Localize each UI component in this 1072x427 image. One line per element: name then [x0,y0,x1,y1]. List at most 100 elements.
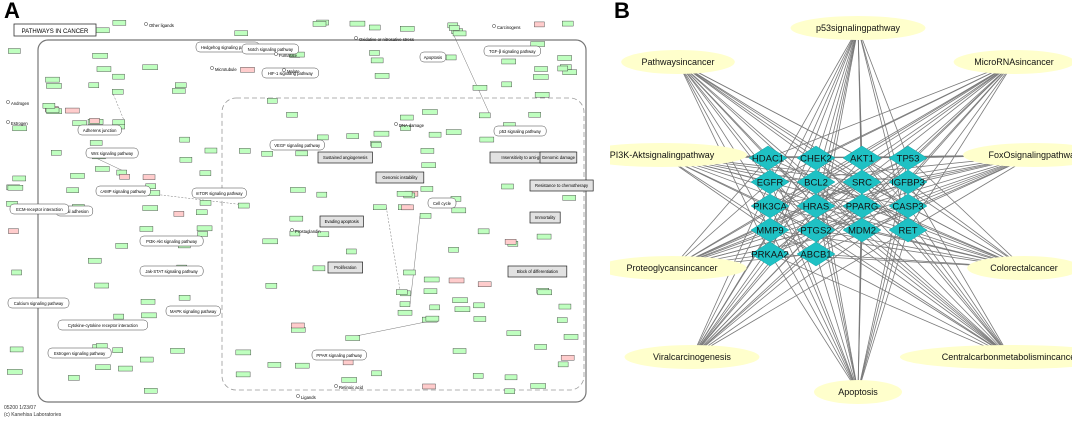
network-edge [767,157,1011,358]
gene-box [234,30,248,36]
network-edge [907,157,1025,269]
pathway-map-node: PI3K-Akt signaling pathway [139,235,204,247]
gene-box [501,81,512,88]
network-edge [861,157,1011,358]
gene-box [92,53,108,59]
gene-box [8,48,21,54]
gene-box [317,134,329,141]
pathway-map-node-label: Hedgehog signaling pathway [201,45,256,50]
gene-box [374,73,390,79]
pathway-map-node-label: TGF-β signaling pathway [489,49,537,54]
pathway-map-node-label: DNA damage [399,123,425,128]
gene-box [7,185,24,191]
pathway-map-node: Apoptosis [419,51,447,63]
gene-box [9,346,24,353]
gene-box [452,297,468,303]
gene-box [506,330,522,336]
gene-box [235,371,251,378]
gene-box [419,213,432,219]
pathway-map-node: Retinoic acid [334,384,364,390]
gene-box [89,140,103,146]
gene-box [477,228,490,235]
pathway-node: Colorectalcancer [967,256,1072,280]
gene-box [170,348,185,354]
gene-box [66,187,79,193]
pathway-map-node: Microtubule [210,66,237,72]
gene-box [139,226,154,232]
gene-gene-edge [861,181,909,231]
gene-box [454,306,471,312]
gene-box [533,74,549,80]
pathway-node-label: p53signalingpathway [816,23,901,33]
pathway-map-node-label: Immortality [535,215,556,220]
gene-box [373,204,387,210]
gene-box [265,283,278,289]
gene-box [142,205,158,211]
gene-box [42,103,56,109]
nucleus-boundary [221,97,585,391]
gene-box [239,148,251,154]
gene-box [12,125,27,132]
pathway-map-node: Malate [282,68,300,74]
pathway-map-node: Adherens junction [77,124,122,136]
pathway-map-node: ECM-receptor interaction [9,203,70,215]
network-edge [767,157,859,393]
gene-box [140,299,156,305]
pathway-map-node: cAMP signaling pathway [95,185,151,197]
network-edge [769,253,859,393]
gene-box [8,228,19,234]
pathway-map-node: MAPK signaling pathway [165,305,221,317]
pathway-node-label: PI3K-Aktsignalingpathway [610,150,715,160]
pathway-map-node-label: Sustained angiogenesis [323,155,367,160]
network-edge [691,157,909,358]
network-edge [691,205,817,358]
gene-box [196,209,208,215]
gene-box [96,27,110,34]
gene-gene-edge [769,205,817,255]
pathway-node-label: Apoptosis [838,387,878,397]
gene-gene-edge [815,181,863,231]
pathway-map-node-label: Malate [287,69,300,74]
gene-box [173,211,185,217]
gene-box [504,239,517,245]
network-edge [677,61,817,207]
pathway-map-node-label: Jak-STAT signaling pathway [145,269,198,274]
gene-box [112,89,124,95]
gene-box [172,88,186,94]
gene-box [45,76,60,83]
pathway-footer-copyright: (c) Kanehisa Laboratories [4,412,62,418]
gene-box [286,112,298,118]
kegg-pathway-diagram: PATHWAYS IN CANCER Evading apoptosisProl… [4,19,594,418]
gene-box [479,136,495,143]
gene-node-label: PIK3CA [753,202,787,213]
pathway-map-node-label: Retinoic acid [339,385,364,390]
pathway-map-node: Genomic damage [539,151,578,164]
pathway-map-node-label: Block of differentiation [517,269,559,274]
gene-box [401,204,414,211]
pathway-map-node-label: Calcium signaling pathway [14,301,64,306]
pathway-node-label: MicroRNAsincancer [974,57,1054,67]
network-edge [769,27,859,231]
pathway-edge [144,192,250,206]
gene-node-label: PRKAA2 [751,250,789,261]
pathway-map-node-label: Evading apoptosis [325,219,359,224]
gene-box [88,257,102,264]
gene-box [428,131,442,138]
gene-box [472,85,488,91]
pathway-node: FoxOsignalingpathway [963,143,1072,167]
pathway-map-node: Calcium signaling pathway [7,297,70,309]
gene-box [142,64,158,70]
pathway-edge [112,91,125,123]
gene-box [317,231,330,238]
gene-node: ABCB1 [796,241,836,267]
pathway-map-node: mTOR signaling pathway [191,187,247,199]
pathway-map-node-label: Genomic instability [382,175,418,180]
gene-box [562,195,576,201]
gene-box [197,231,208,237]
gene-box [449,25,460,31]
gene-node: HDAC1 [748,145,788,171]
pathway-map-node: Ligands [296,394,316,400]
gene-box [557,55,572,61]
